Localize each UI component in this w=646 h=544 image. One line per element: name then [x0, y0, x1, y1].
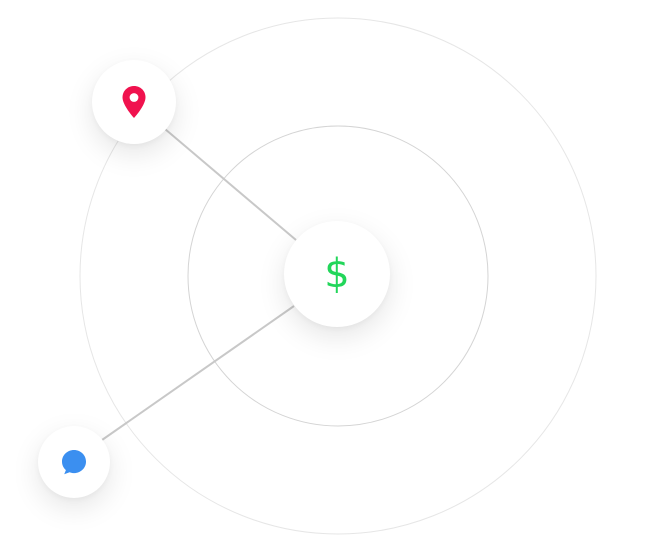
- location-node: [92, 60, 176, 144]
- chat-bubble-icon: [62, 450, 86, 475]
- map-pin-icon: [122, 86, 146, 118]
- chat-node: [38, 426, 110, 498]
- dollar-sign-icon: $: [324, 251, 350, 297]
- connector-line-location: [164, 128, 297, 241]
- dollar-hub-node: $: [284, 221, 390, 327]
- outer-ring: [79, 17, 597, 535]
- inner-ring: [187, 125, 489, 427]
- connector-line-chat: [101, 305, 295, 441]
